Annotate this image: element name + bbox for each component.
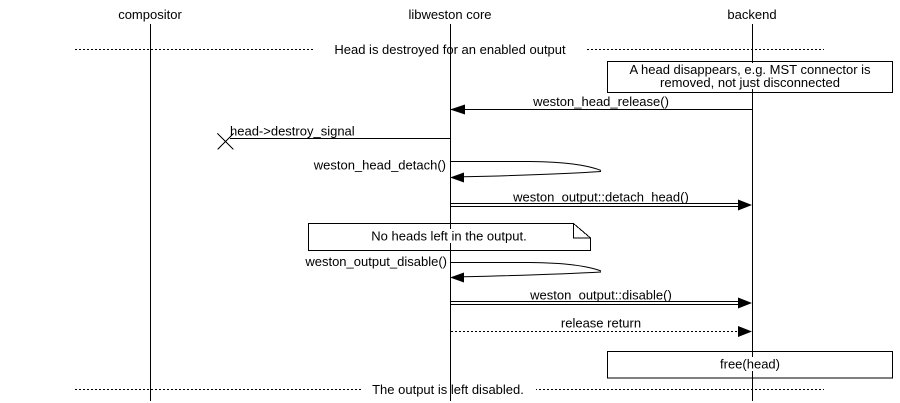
message-release-return-label: release return — [561, 316, 641, 331]
message-weston-head-release-label: weston_head_release() — [532, 94, 669, 109]
self-message-weston-output-disable-label: weston_output_disable() — [304, 254, 447, 269]
note-no-heads-bg — [362, 229, 537, 243]
arrowhead-left-icon — [450, 272, 464, 283]
message-release-return: release return — [451, 316, 752, 337]
note-head-disappears-bg1 — [622, 63, 878, 76]
message-weston-head-release: weston_head_release() — [450, 94, 752, 115]
message-head-destroy-signal: head->destroy_signal — [217, 124, 450, 150]
divider-bottom-label-bg — [362, 382, 536, 397]
self-loop-out — [451, 262, 602, 272]
arrowhead-right-icon — [738, 297, 752, 309]
participant-label-compositor: compositor — [118, 7, 182, 22]
participant-label-libweston-core: libweston core — [408, 7, 491, 22]
divider-head-destroyed: Head is destroyed for an enabled output — [75, 42, 824, 57]
self-message-weston-head-detach-label: weston_head_detach() — [313, 158, 446, 173]
self-loop-return — [463, 171, 602, 178]
note-fold-icon — [573, 223, 591, 239]
note-head-disappears-line2: removed, not just disconnected — [660, 75, 840, 90]
message-head-destroy-signal-label: head->destroy_signal — [230, 124, 355, 139]
self-loop-out — [451, 161, 602, 171]
self-loop-return — [463, 271, 602, 278]
lost-message-cross-icon — [217, 133, 234, 150]
message-disable-label: weston_output::disable() — [529, 288, 672, 303]
arrowhead-right-icon — [738, 199, 752, 211]
note-head-disappears-bg2 — [655, 76, 845, 89]
self-message-weston-head-detach: weston_head_detach() — [313, 158, 602, 183]
arrowhead-left-icon — [450, 104, 465, 115]
divider-bottom-label: The output is left disabled. — [372, 382, 524, 397]
box-free-head-border — [607, 351, 893, 379]
message-weston-output-detach-head: weston_output::detach_head() — [451, 190, 752, 211]
message-detach-head-label: weston_output::detach_head() — [512, 190, 689, 205]
box-free-head-bg — [714, 357, 788, 371]
note-no-heads-border — [308, 223, 591, 251]
note-no-heads-label: No heads left in the output. — [371, 229, 526, 244]
self-message-weston-output-disable: weston_output_disable() — [304, 254, 602, 283]
arrowhead-left-icon — [450, 172, 464, 183]
note-head-disappears-border — [607, 61, 893, 93]
box-free-head-label: free(head) — [720, 357, 780, 372]
note-head-disappears: A head disappears, e.g. MST connector is… — [607, 61, 893, 93]
note-no-heads-left: No heads left in the output. — [308, 223, 591, 251]
participant-label-backend: backend — [727, 7, 776, 22]
note-head-disappears-line1: A head disappears, e.g. MST connector is — [629, 62, 871, 77]
divider-output-disabled: The output is left disabled. — [75, 382, 824, 397]
arrowhead-right-icon — [738, 326, 752, 337]
message-weston-output-disable-call: weston_output::disable() — [451, 288, 752, 309]
box-free-head: free(head) — [607, 351, 893, 379]
